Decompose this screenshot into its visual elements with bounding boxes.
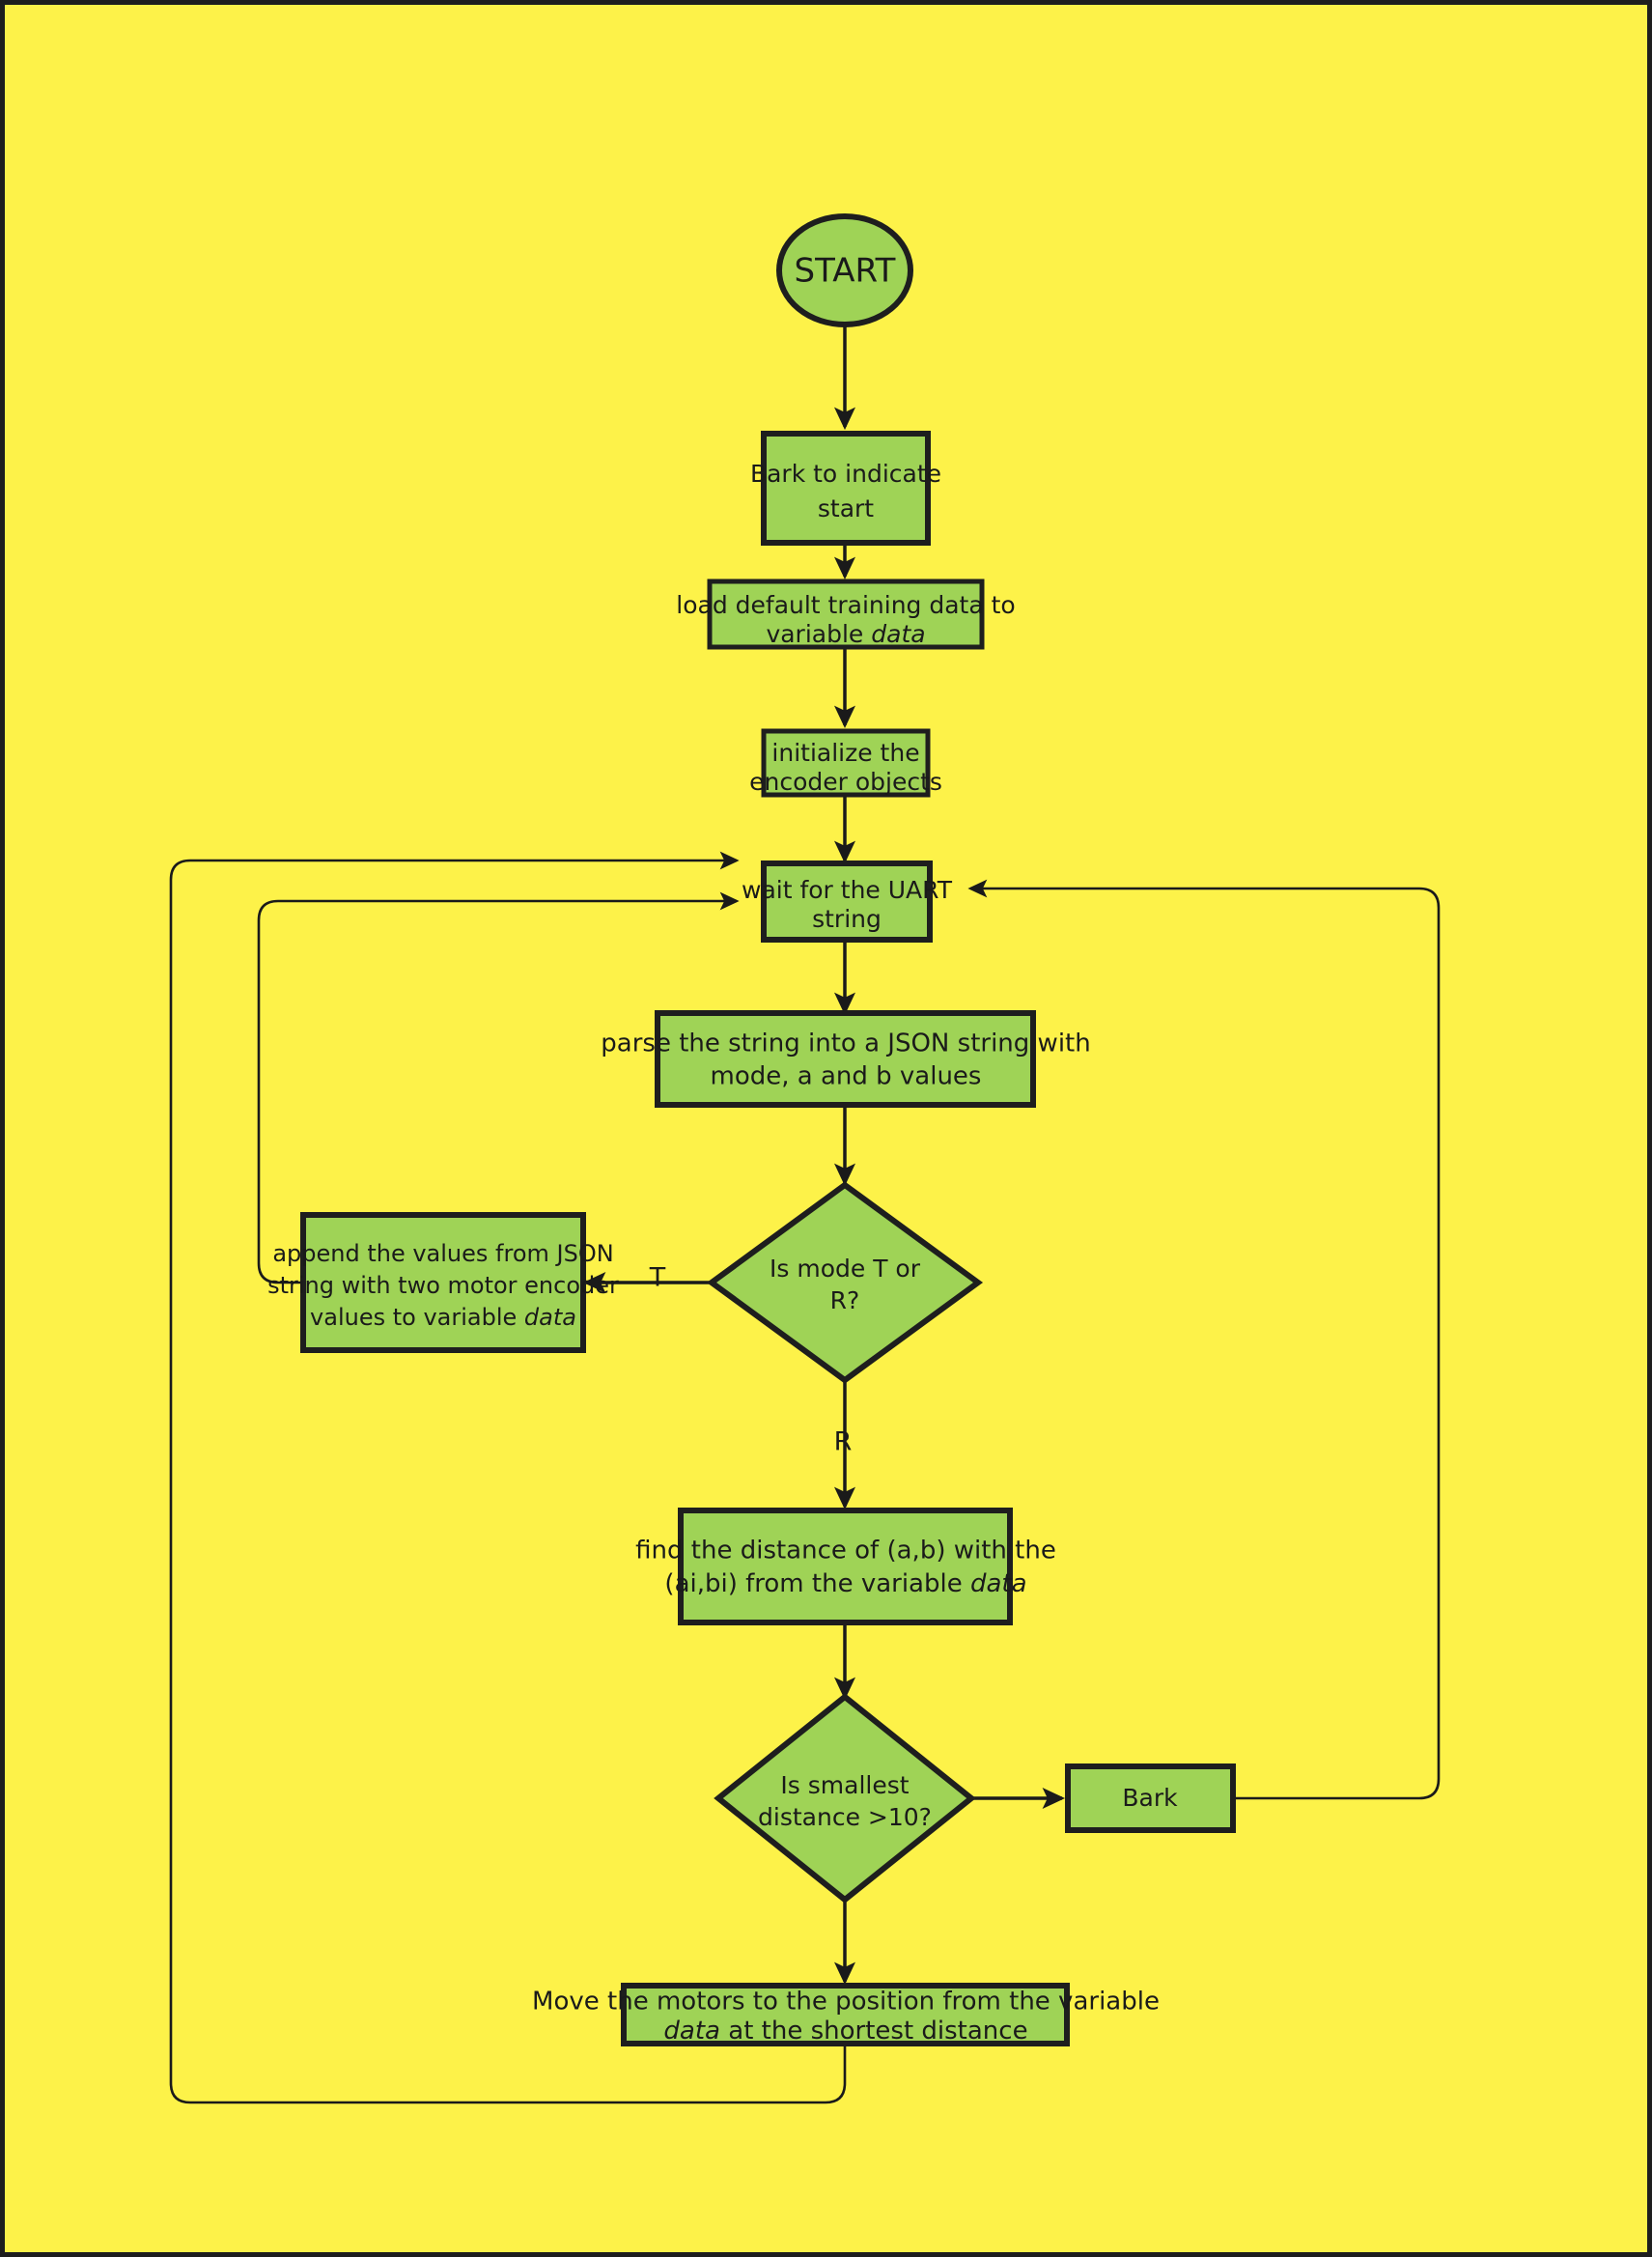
node-append-line2: string with two motor encoder <box>267 1272 619 1299</box>
node-initialize-encoder-objects: initialize the encoder objects <box>749 728 942 798</box>
node-find-distance-line2-plain: (ai,bi) from the variable <box>664 1569 970 1598</box>
node-distance-decision-line1: Is smallest <box>780 1771 909 1799</box>
node-wait-uart-line2: string <box>812 905 882 933</box>
node-mode-decision: Is mode T or R? <box>706 1181 984 1384</box>
node-distance-decision-line2: distance >10? <box>758 1803 932 1831</box>
node-load-data-line2: variable data <box>766 620 925 648</box>
node-mode-decision-line2: R? <box>830 1286 860 1314</box>
node-load-data-line1: load default training data to <box>676 591 1015 619</box>
node-init-line2: encoder objects <box>749 768 942 796</box>
flowchart-svg: START Bark to indicate start load defaul… <box>169 213 1441 2104</box>
edge-movemotors-loopback-to-wait <box>169 851 847 2104</box>
node-move-motors-line1: Move the motors to the position from the… <box>532 1988 1160 2017</box>
node-load-default-training-data: load default training data to variable d… <box>676 578 1016 650</box>
node-wait-for-uart-string: wait for the UART string <box>742 860 953 943</box>
edge-bark-loopback-to-wait <box>967 879 1441 1800</box>
edge-label-mode-true: T <box>649 1263 666 1293</box>
node-load-data-line2-italic: data <box>871 620 925 648</box>
node-bark-start-line2: start <box>818 494 874 522</box>
edge-label-mode-false: R <box>834 1427 853 1457</box>
node-append-line1: append the values from JSON <box>272 1240 613 1267</box>
edge-append-loopback-to-wait <box>257 891 740 1284</box>
node-wait-uart-line1: wait for the UART <box>742 876 953 904</box>
node-find-distance-line1: find the distance of (a,b) with the <box>635 1537 1056 1566</box>
node-find-distance-line2: (ai,bi) from the variable data <box>664 1569 1026 1598</box>
node-append-line3: values to variable data <box>310 1304 576 1331</box>
node-find-distance-line2-italic: data <box>970 1569 1027 1598</box>
node-append-line3-plain: values to variable <box>310 1304 524 1331</box>
node-distance-decision: Is smallest distance >10? <box>714 1693 976 1904</box>
node-bark-to-indicate-start: Bark to indicate start <box>750 431 941 546</box>
node-mode-decision-line1: Is mode T or <box>770 1255 921 1283</box>
node-parse-line2: mode, a and b values <box>711 1062 982 1091</box>
node-move-motors-line2-plain: at the shortest distance <box>720 2017 1028 2045</box>
node-bark: Bark <box>1065 1763 1236 1833</box>
node-parse-line1: parse the string into a JSON string with <box>601 1030 1090 1058</box>
node-append-values: append the values from JSON string with … <box>267 1212 619 1353</box>
node-start-label: START <box>795 252 896 291</box>
node-bark-label: Bark <box>1122 1784 1178 1812</box>
node-parse-string: parse the string into a JSON string with… <box>601 1010 1091 1108</box>
node-append-line3-italic: data <box>524 1304 576 1331</box>
node-init-line1: initialize the <box>771 739 919 767</box>
node-start: START <box>776 213 913 327</box>
node-find-distance: find the distance of (a,b) with the (ai,… <box>635 1508 1056 1625</box>
node-move-motors-line2: data at the shortest distance <box>663 2017 1027 2045</box>
node-load-data-line2-plain: variable <box>766 620 871 648</box>
node-bark-start-line1: Bark to indicate <box>750 460 941 488</box>
node-move-motors: Move the motors to the position from the… <box>532 1983 1160 2046</box>
node-move-motors-line2-italic: data <box>663 2017 720 2045</box>
